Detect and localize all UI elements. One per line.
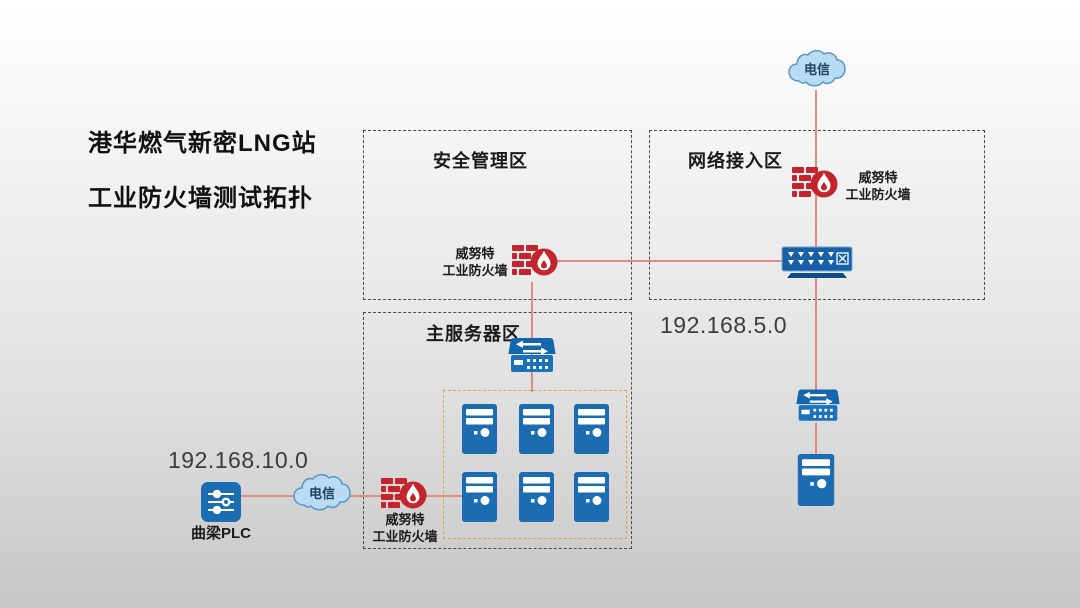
firewall-label-security: 威努特 工业防火墙	[440, 246, 510, 280]
zone-title-network: 网络接入区	[688, 151, 783, 171]
firewall-icon-security	[512, 245, 558, 284]
firewall-product: 工业防火墙	[442, 262, 508, 278]
firewall-vendor: 威努特	[385, 512, 425, 527]
firewall-icon-network	[792, 167, 838, 206]
server-icon	[519, 472, 554, 527]
firewall-product: 工业防火墙	[372, 528, 438, 544]
firewall-label-plc: 威努特 工业防火墙	[368, 512, 442, 546]
access-switch-icon	[781, 246, 853, 285]
subnet-label-network: 192.168.5.0	[660, 312, 788, 338]
telecom-cloud-label: 电信	[803, 61, 830, 77]
page-title-line2: 工业防火墙测试拓扑	[88, 185, 313, 212]
zone-title-servers: 主服务器区	[426, 324, 521, 344]
server-icon-field	[797, 454, 835, 511]
telecom-cloud-label: 电信	[308, 485, 335, 501]
plc-label: 曲梁PLC	[190, 525, 251, 542]
server-icon	[462, 404, 497, 459]
link-switch-to-server	[815, 423, 817, 457]
firewall-product: 工业防火墙	[845, 186, 911, 202]
server-icon	[574, 472, 609, 527]
firewall-vendor: 威努特	[455, 246, 495, 261]
firewall-icon-plc	[381, 478, 427, 517]
page-title-line1: 港华燃气新密LNG站	[88, 130, 317, 157]
server-icon	[574, 404, 609, 459]
subnet-label-plc: 192.168.10.0	[168, 447, 309, 473]
cloud-icon	[788, 50, 846, 87]
link-switch-to-switch	[815, 278, 817, 391]
server-icon	[519, 404, 554, 459]
telecom-cloud-top: 电信	[786, 48, 848, 92]
zone-box-security: 安全管理区	[363, 130, 632, 300]
link-plc-to-servers	[238, 495, 465, 497]
plc-icon	[201, 482, 241, 527]
server-zone-switch-icon	[507, 337, 557, 380]
zone-box-network: 网络接入区	[649, 130, 985, 300]
server-icon	[462, 472, 497, 527]
firewall-vendor: 威努特	[858, 170, 898, 185]
zone-title-security: 安全管理区	[433, 151, 528, 171]
firewall-label-network: 威努特 工业防火墙	[838, 170, 918, 204]
cloud-icon	[293, 474, 351, 511]
telecom-cloud-bottom: 电信	[291, 471, 353, 517]
zone-box-servers: 主服务器区	[363, 312, 632, 549]
link-firewall-to-switch	[556, 260, 784, 262]
link-firewall-to-serverzone	[531, 282, 533, 392]
field-switch-icon	[795, 388, 841, 429]
server-group-box	[443, 390, 627, 539]
